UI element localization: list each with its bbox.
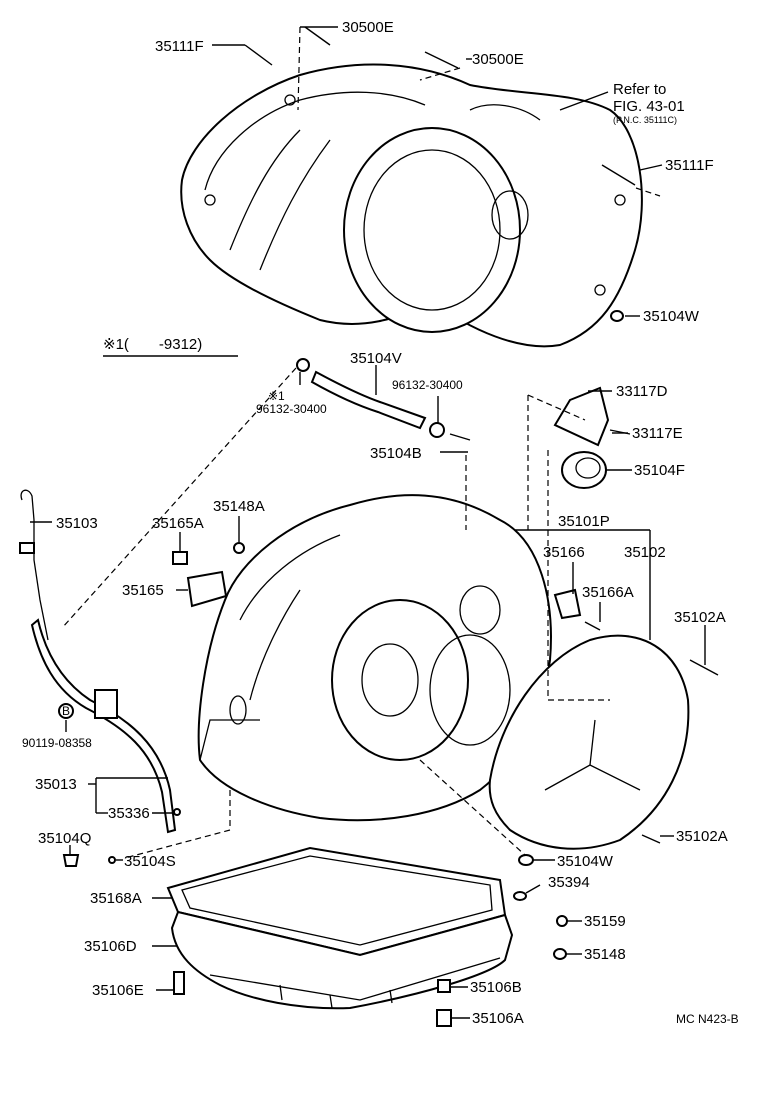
part-label-96132-left: 96132-30400 bbox=[256, 402, 327, 416]
side-cover bbox=[488, 634, 690, 850]
bolt-icon bbox=[244, 26, 636, 322]
ring-35159 bbox=[556, 915, 568, 927]
drain-plug bbox=[173, 971, 452, 1027]
bolt-35102a-top bbox=[689, 659, 719, 676]
part-label-35106b: 35106B bbox=[470, 979, 522, 996]
oil-pan bbox=[170, 910, 514, 1010]
leader-lines-top bbox=[212, 26, 663, 317]
plug-35148a bbox=[233, 542, 245, 554]
part-label-35165a: 35165A bbox=[152, 515, 204, 532]
part-label-35148: 35148 bbox=[584, 946, 626, 963]
leader-lines-middle bbox=[30, 365, 706, 1019]
part-label-33117d: 33117D bbox=[616, 383, 668, 400]
part-label-35013: 35013 bbox=[35, 776, 77, 793]
oil-seal bbox=[561, 451, 607, 489]
bolt-35165a bbox=[172, 551, 188, 565]
plug-35104w bbox=[518, 854, 534, 866]
part-label-35336: 35336 bbox=[108, 805, 150, 822]
part-label-35104w-bot: 35104W bbox=[557, 853, 614, 870]
part-label-35103: 35103 bbox=[56, 515, 98, 532]
part-label-96132-right: 96132-30400 bbox=[392, 378, 463, 392]
part-label-35106d: 35106D bbox=[84, 938, 137, 955]
part-label-35165: 35165 bbox=[122, 582, 164, 599]
part-label-35166: 35166 bbox=[543, 544, 585, 561]
dipstick bbox=[19, 489, 49, 641]
part-label-35104s: 35104S bbox=[124, 853, 176, 870]
part-label-35101p: 35101P bbox=[558, 513, 610, 530]
plate-35166 bbox=[553, 588, 582, 620]
bolt-35166a bbox=[584, 621, 601, 631]
breather-hose bbox=[296, 358, 471, 441]
refer-to-text: Refer to bbox=[613, 81, 666, 98]
refer-pnc-text: (P.N.C. 35111C) bbox=[613, 115, 677, 125]
part-label-35102a-top: 35102A bbox=[674, 609, 726, 626]
note-mark-label: ※1 bbox=[268, 389, 285, 403]
transmission-case bbox=[197, 494, 552, 822]
plate-35165 bbox=[186, 570, 228, 608]
part-label-35102a-bot: 35102A bbox=[676, 828, 728, 845]
part-label-35102: 35102 bbox=[624, 544, 666, 561]
part-label-35106a: 35106A bbox=[472, 1010, 524, 1027]
part-label-35106e: 35106E bbox=[92, 982, 144, 999]
note-range-label: ※1( -9312) bbox=[103, 336, 202, 353]
bracket-33117d bbox=[553, 386, 631, 447]
part-label-35159: 35159 bbox=[584, 913, 626, 930]
part-label-35148a: 35148A bbox=[213, 498, 265, 515]
refer-figure-text: FIG. 43-01 bbox=[613, 98, 685, 115]
circle-b-icon bbox=[58, 703, 74, 719]
part-label-35394: 35394 bbox=[548, 874, 590, 891]
part-label-35104b: 35104B bbox=[370, 445, 422, 462]
plug-35394 bbox=[513, 891, 527, 901]
bolt-35104q bbox=[62, 854, 80, 867]
ring-35104s bbox=[108, 856, 116, 864]
plug-35148 bbox=[553, 948, 567, 960]
part-label-35104w-top: 35104W bbox=[643, 308, 700, 325]
dashed-lines bbox=[61, 367, 610, 859]
part-label-35111f-top: 35111F bbox=[155, 38, 204, 55]
part-label-35111f-right: 35111F bbox=[665, 157, 714, 174]
transaxle-housing bbox=[180, 63, 643, 348]
dipstick-tube bbox=[30, 618, 177, 834]
ring-35336 bbox=[173, 808, 181, 816]
figure-code: MC N423-B bbox=[676, 1012, 739, 1026]
part-label-35104f: 35104F bbox=[634, 462, 685, 479]
part-label-35168a: 35168A bbox=[90, 890, 142, 907]
bolt-35102a-bot bbox=[641, 834, 661, 844]
part-label-33117e: 33117E bbox=[632, 425, 683, 442]
part-label-30500e-mid: 30500E bbox=[472, 51, 524, 68]
part-label-35104q: 35104Q bbox=[38, 830, 91, 847]
part-label-90119: 90119-08358 bbox=[22, 736, 92, 750]
part-label-30500e-top: 30500E bbox=[342, 19, 394, 36]
circle-b-label: B bbox=[62, 704, 70, 718]
part-label-35104v: 35104V bbox=[350, 350, 402, 367]
part-label-35166a: 35166A bbox=[582, 584, 634, 601]
